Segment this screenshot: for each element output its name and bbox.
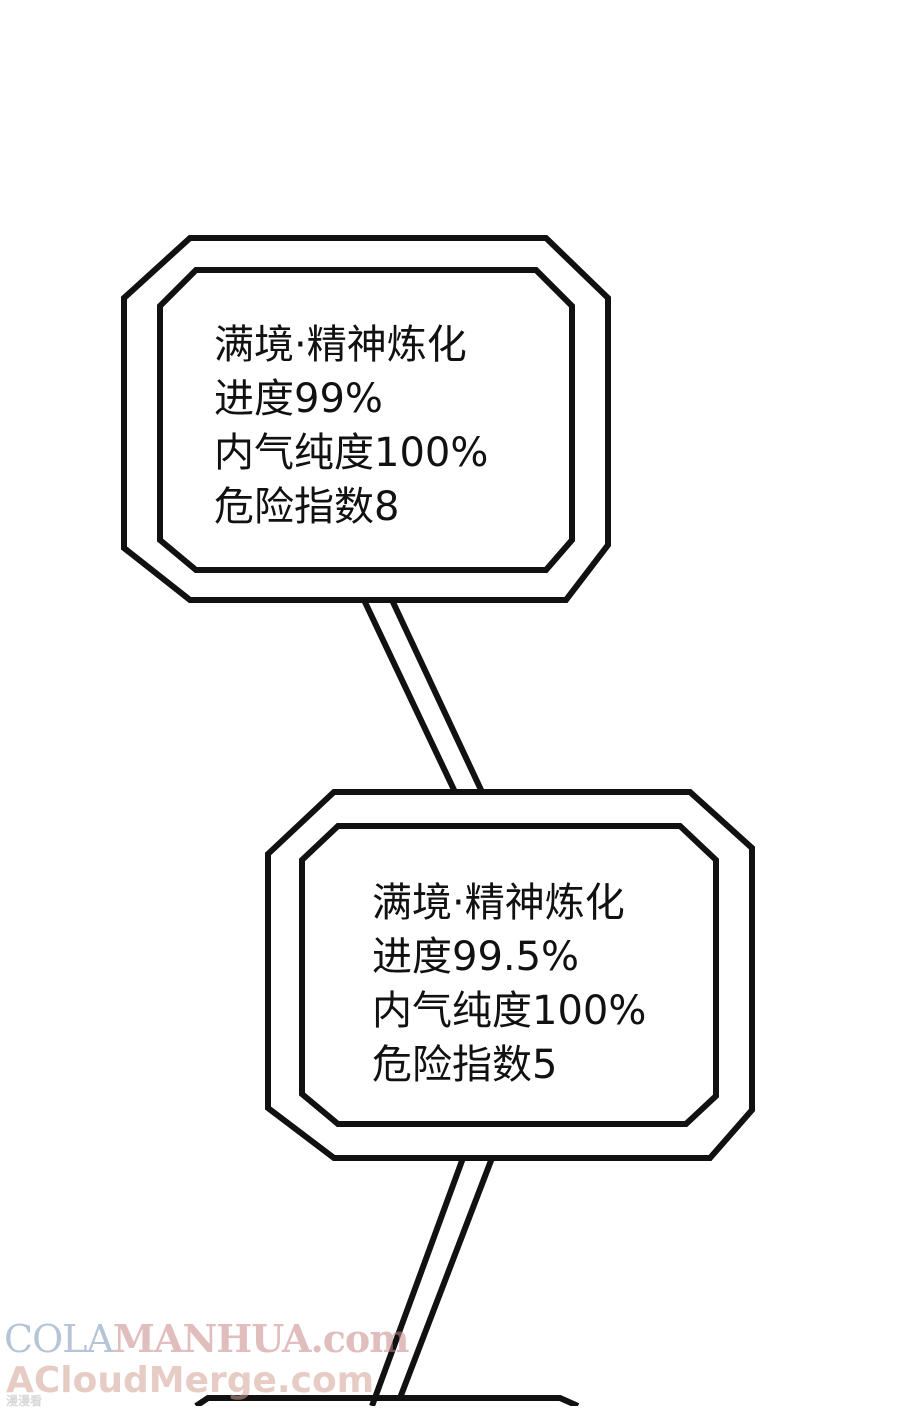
connector-bc-left-rail [369,1156,466,1406]
watermark-colamanhua: COLAMANHUA.com [4,1316,410,1361]
panel-a-inner-frame [157,267,575,573]
panel-b-progress: 进度99.5% [372,934,580,980]
panel-a-title: 满境·精神炼化 [214,322,467,368]
panel-b-title: 满境·精神炼化 [372,880,625,926]
panel-b-text: 满境·精神炼化 进度99.5% 内气纯度100% 危险指数5 [372,876,646,1092]
panel-c-outer-frame-partial [194,1395,580,1406]
panel-a-purity: 内气纯度100% [214,430,489,476]
connector-ab-left-rail [361,598,458,794]
panel-a-progress: 进度99% [214,376,383,422]
watermark-manhua: MANHUA.com [112,1316,410,1361]
watermark-acloudmerge: ACloudMerge.com [6,1360,375,1401]
panel-a-text: 满境·精神炼化 进度99% 内气纯度100% 危险指数8 [214,318,488,534]
panel-b-purity: 内气纯度100% [372,988,647,1034]
connector-ab-right-rail [389,598,485,794]
panel-b-danger: 危险指数5 [372,1042,558,1088]
watermark-cola: COLA [4,1317,114,1361]
connector-bc-right-rail [397,1156,495,1400]
panel-a-danger: 危险指数8 [214,484,400,530]
panel-b-outer-frame [265,789,755,1161]
watermark-small: 漫漫看 [6,1394,43,1408]
panel-a-outer-frame [121,235,611,603]
panel-b-inner-frame [299,823,719,1127]
